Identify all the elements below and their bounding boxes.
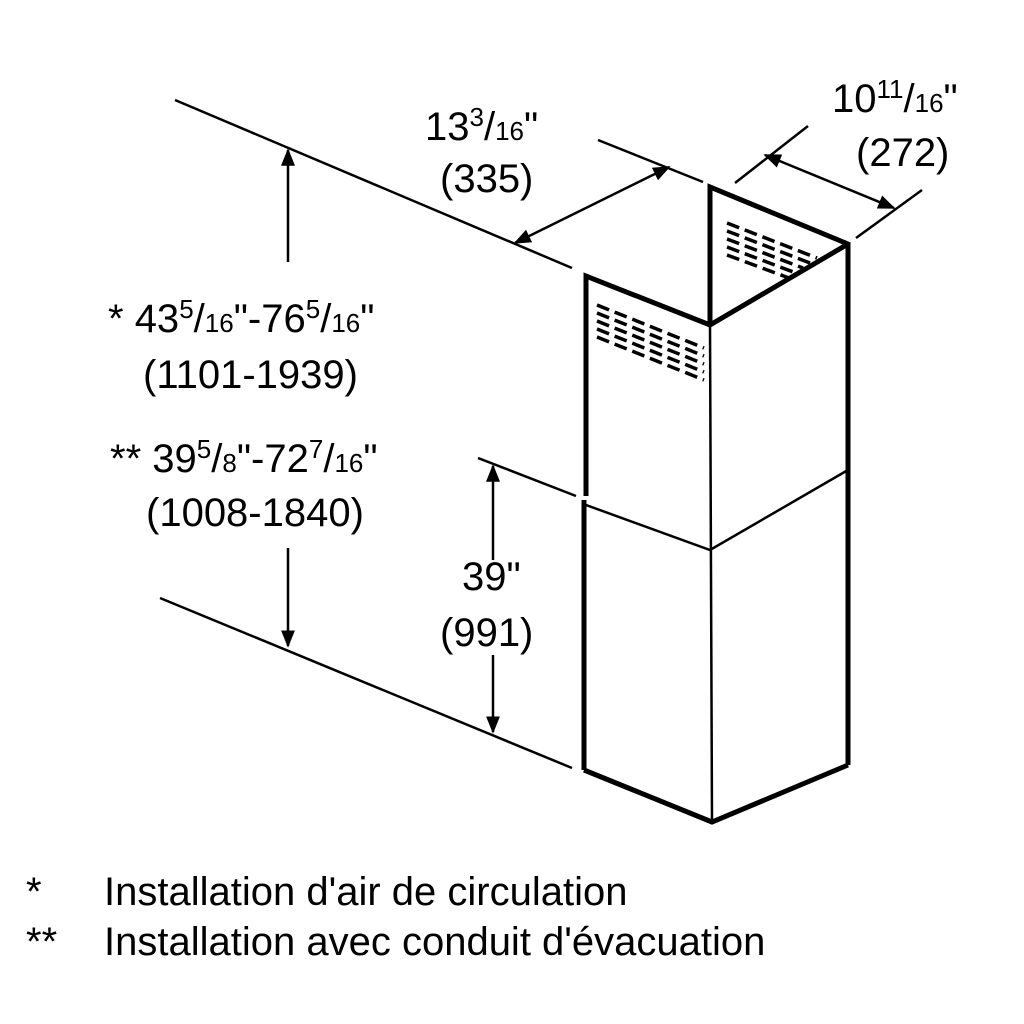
vent-slots-back [726, 221, 818, 280]
extension-lines [159, 98, 923, 770]
legend: * Installation d'air de circulation ** I… [26, 870, 765, 964]
legend-text: Installation d'air de circulation [104, 870, 627, 914]
legend-text: Installation avec conduit d'évacuation [104, 920, 765, 964]
svg-text:(991): (991) [440, 611, 533, 655]
lower-section-label: 39" (991) [440, 555, 533, 655]
legend-marker: * [26, 870, 42, 914]
depth-arrow [513, 165, 671, 245]
legend-marker: ** [26, 920, 57, 964]
vent-slots-front [596, 303, 705, 382]
svg-text:(1101-1939): (1101-1939) [143, 353, 358, 397]
depth-label: 133/16" (335) [425, 102, 538, 201]
recirculation-height-label: * 435/16"-765/16" (1101-1939) [108, 294, 374, 397]
chimney-drawing [581, 183, 851, 825]
svg-text:133/16": 133/16" [425, 102, 538, 149]
svg-text:(272): (272) [856, 131, 949, 175]
svg-text:1011/16": 1011/16" [832, 74, 958, 121]
dimension-arrows [281, 148, 896, 734]
ducted-height-label: ** 395/8"-727/16" (1008-1840) [110, 434, 378, 535]
width-label: 1011/16" (272) [832, 74, 958, 175]
width-arrow [763, 153, 896, 210]
svg-text:* 435/16"-765/16": * 435/16"-765/16" [108, 294, 374, 341]
svg-text:39": 39" [462, 555, 521, 599]
svg-text:(335): (335) [440, 157, 533, 201]
svg-text:** 395/8"-727/16": ** 395/8"-727/16" [110, 434, 378, 481]
svg-text:(1008-1840): (1008-1840) [146, 491, 364, 535]
